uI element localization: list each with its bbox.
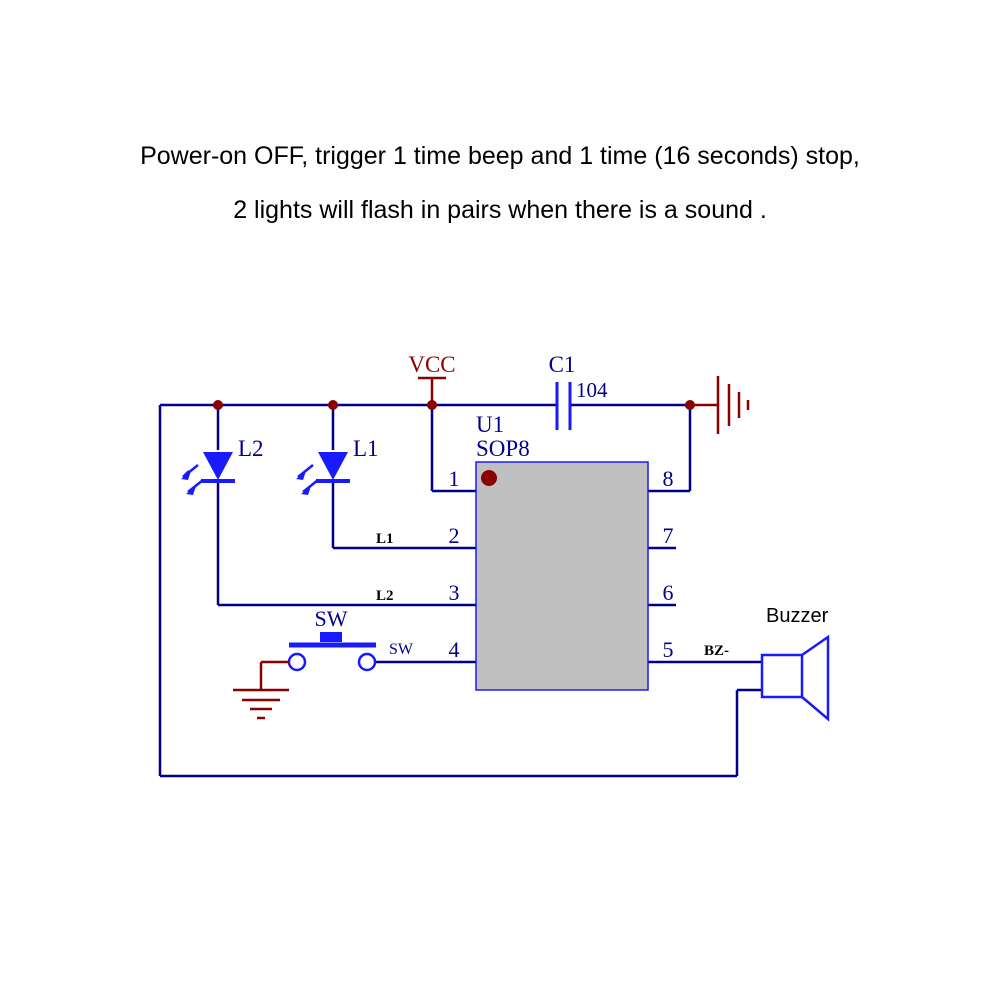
pin1-marker [481, 470, 497, 486]
switch-actuator [320, 632, 342, 642]
junction-dot [213, 400, 223, 410]
light-emission-icon [297, 464, 319, 493]
capacitor-c1: C1 104 [549, 352, 608, 430]
switch-contact [287, 652, 307, 672]
switch-contact [357, 652, 377, 672]
led-l2: L2 [181, 436, 264, 495]
c1-value-label: 104 [576, 378, 608, 402]
caption-line-1: Power-on OFF, trigger 1 time beep and 1 … [140, 142, 860, 170]
buzzer-speaker-icon [760, 634, 830, 722]
pin-number: 1 [449, 466, 460, 491]
buzzer-label: Buzzer [766, 605, 829, 627]
pin-number: 5 [663, 637, 674, 662]
caption-line-2: 2 lights will flash in pairs when there … [233, 196, 767, 224]
ic-ref-label: U1 [476, 412, 504, 437]
l2-ref-label: L2 [238, 436, 264, 461]
led-l1: L1 [296, 436, 379, 495]
push-switch-sw: SW [287, 606, 377, 672]
ground-chassis-icon [690, 376, 750, 434]
pin-number: 7 [663, 523, 674, 548]
ic-body [475, 461, 649, 691]
junction-dot [328, 400, 338, 410]
net-label-bz: BZ- [704, 643, 729, 659]
c1-ref-label: C1 [549, 352, 576, 377]
sw-ref-label: SW [315, 606, 348, 631]
pin-number: 4 [449, 637, 460, 662]
l1-ref-label: L1 [353, 436, 379, 461]
wires [158, 403, 762, 778]
light-emission-icon [182, 464, 204, 493]
pin-number: 8 [663, 466, 674, 491]
ic-package-label: SOP8 [476, 436, 530, 461]
vcc-symbol: VCC [408, 352, 456, 405]
net-labels: L1 L2 SW BZ- [376, 531, 729, 659]
vcc-label: VCC [408, 352, 455, 377]
ground-icon [233, 660, 289, 720]
pin-number: 3 [449, 580, 460, 605]
net-label-sw: SW [389, 641, 414, 658]
ic-u1: U1 SOP8 1 2 3 4 5 6 7 8 [449, 412, 674, 691]
net-label-l1: L1 [376, 531, 394, 547]
pin-number: 2 [449, 523, 460, 548]
pin-number: 6 [663, 580, 674, 605]
net-label-l2: L2 [376, 588, 394, 604]
